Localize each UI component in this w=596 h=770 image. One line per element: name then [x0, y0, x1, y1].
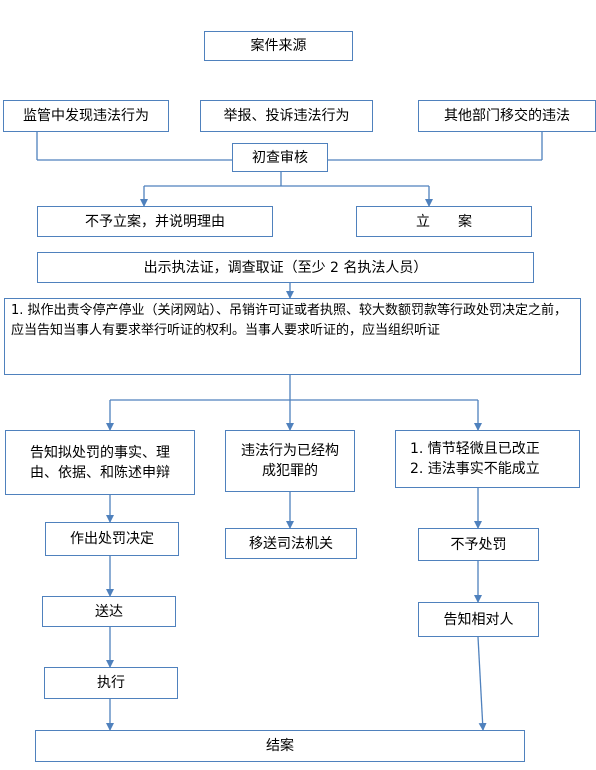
transfer-judicial-label: 移送司法机关	[249, 535, 333, 552]
crime-line-1: 违法行为已经构	[241, 443, 339, 459]
make-decision-box: 作出处罚决定	[45, 522, 179, 556]
source-supervision-label: 监管中发现违法行为	[23, 108, 149, 124]
close-case-label: 结案	[266, 738, 294, 754]
no-penalty-label: 不予处罚	[450, 536, 507, 553]
crime-box: 违法行为已经构 成犯罪的	[225, 430, 355, 492]
execute-box: 执行	[44, 667, 178, 699]
source-report-label: 举报、投诉违法行为	[223, 108, 350, 124]
investigate-box: 出示执法证，调查取证（至少 2 名执法人员）	[37, 252, 534, 283]
source-supervision-box: 监管中发现违法行为	[3, 100, 169, 132]
notify-party-box: 告知相对人	[418, 602, 539, 637]
deliver-box: 送达	[42, 596, 176, 627]
not-filed-label: 不予立案，并说明理由	[85, 213, 225, 230]
hearing-notice-box: 1. 拟作出责令停产停业（关闭网站）、吊销许可证或者执照、较大数额罚款等行政处罚…	[4, 298, 581, 375]
crime-line-2: 成犯罪的	[262, 463, 318, 479]
connector-arrow-close-right	[477, 636, 487, 731]
deliver-label: 送达	[95, 603, 123, 620]
filed-box: 立 案	[356, 206, 532, 237]
no-penalty-box: 不予处罚	[418, 528, 539, 561]
case-source-box: 案件来源	[204, 31, 353, 61]
not-filed-box: 不予立案，并说明理由	[37, 206, 273, 237]
investigate-label: 出示执法证，调查取证（至少 2 名执法人员）	[143, 259, 428, 276]
transfer-judicial-box: 移送司法机关	[225, 528, 357, 559]
filed-label: 立 案	[416, 213, 472, 230]
notify-party-label: 告知相对人	[443, 611, 514, 628]
initial-review-label: 初查审核	[252, 149, 308, 166]
source-report-box: 举报、投诉违法行为	[200, 100, 373, 132]
source-transfer-label: 其他部门移交的违法	[444, 108, 570, 124]
source-transfer-box: 其他部门移交的违法	[418, 100, 596, 132]
make-decision-label: 作出处罚决定	[70, 531, 154, 547]
case-source-label: 案件来源	[250, 38, 307, 54]
initial-review-box: 初查审核	[232, 143, 328, 172]
inform-facts-line-2: 由、依据、和陈述申辩	[30, 464, 170, 481]
inform-facts-line-1: 告知拟处罚的事实、理	[30, 444, 170, 461]
minor-violation-line-1: 1. 情节轻微且已改正	[410, 441, 540, 457]
inform-facts-box: 告知拟处罚的事实、理 由、依据、和陈述申辩	[5, 430, 195, 495]
minor-violation-box: 1. 情节轻微且已改正 2. 违法事实不能成立	[395, 430, 580, 488]
minor-violation-line-2: 2. 违法事实不能成立	[410, 461, 540, 477]
close-case-box: 结案	[35, 730, 525, 762]
execute-label: 执行	[97, 675, 125, 691]
hearing-notice-text: 1. 拟作出责令停产停业（关闭网站）、吊销许可证或者执照、较大数额罚款等行政处罚…	[11, 303, 568, 338]
